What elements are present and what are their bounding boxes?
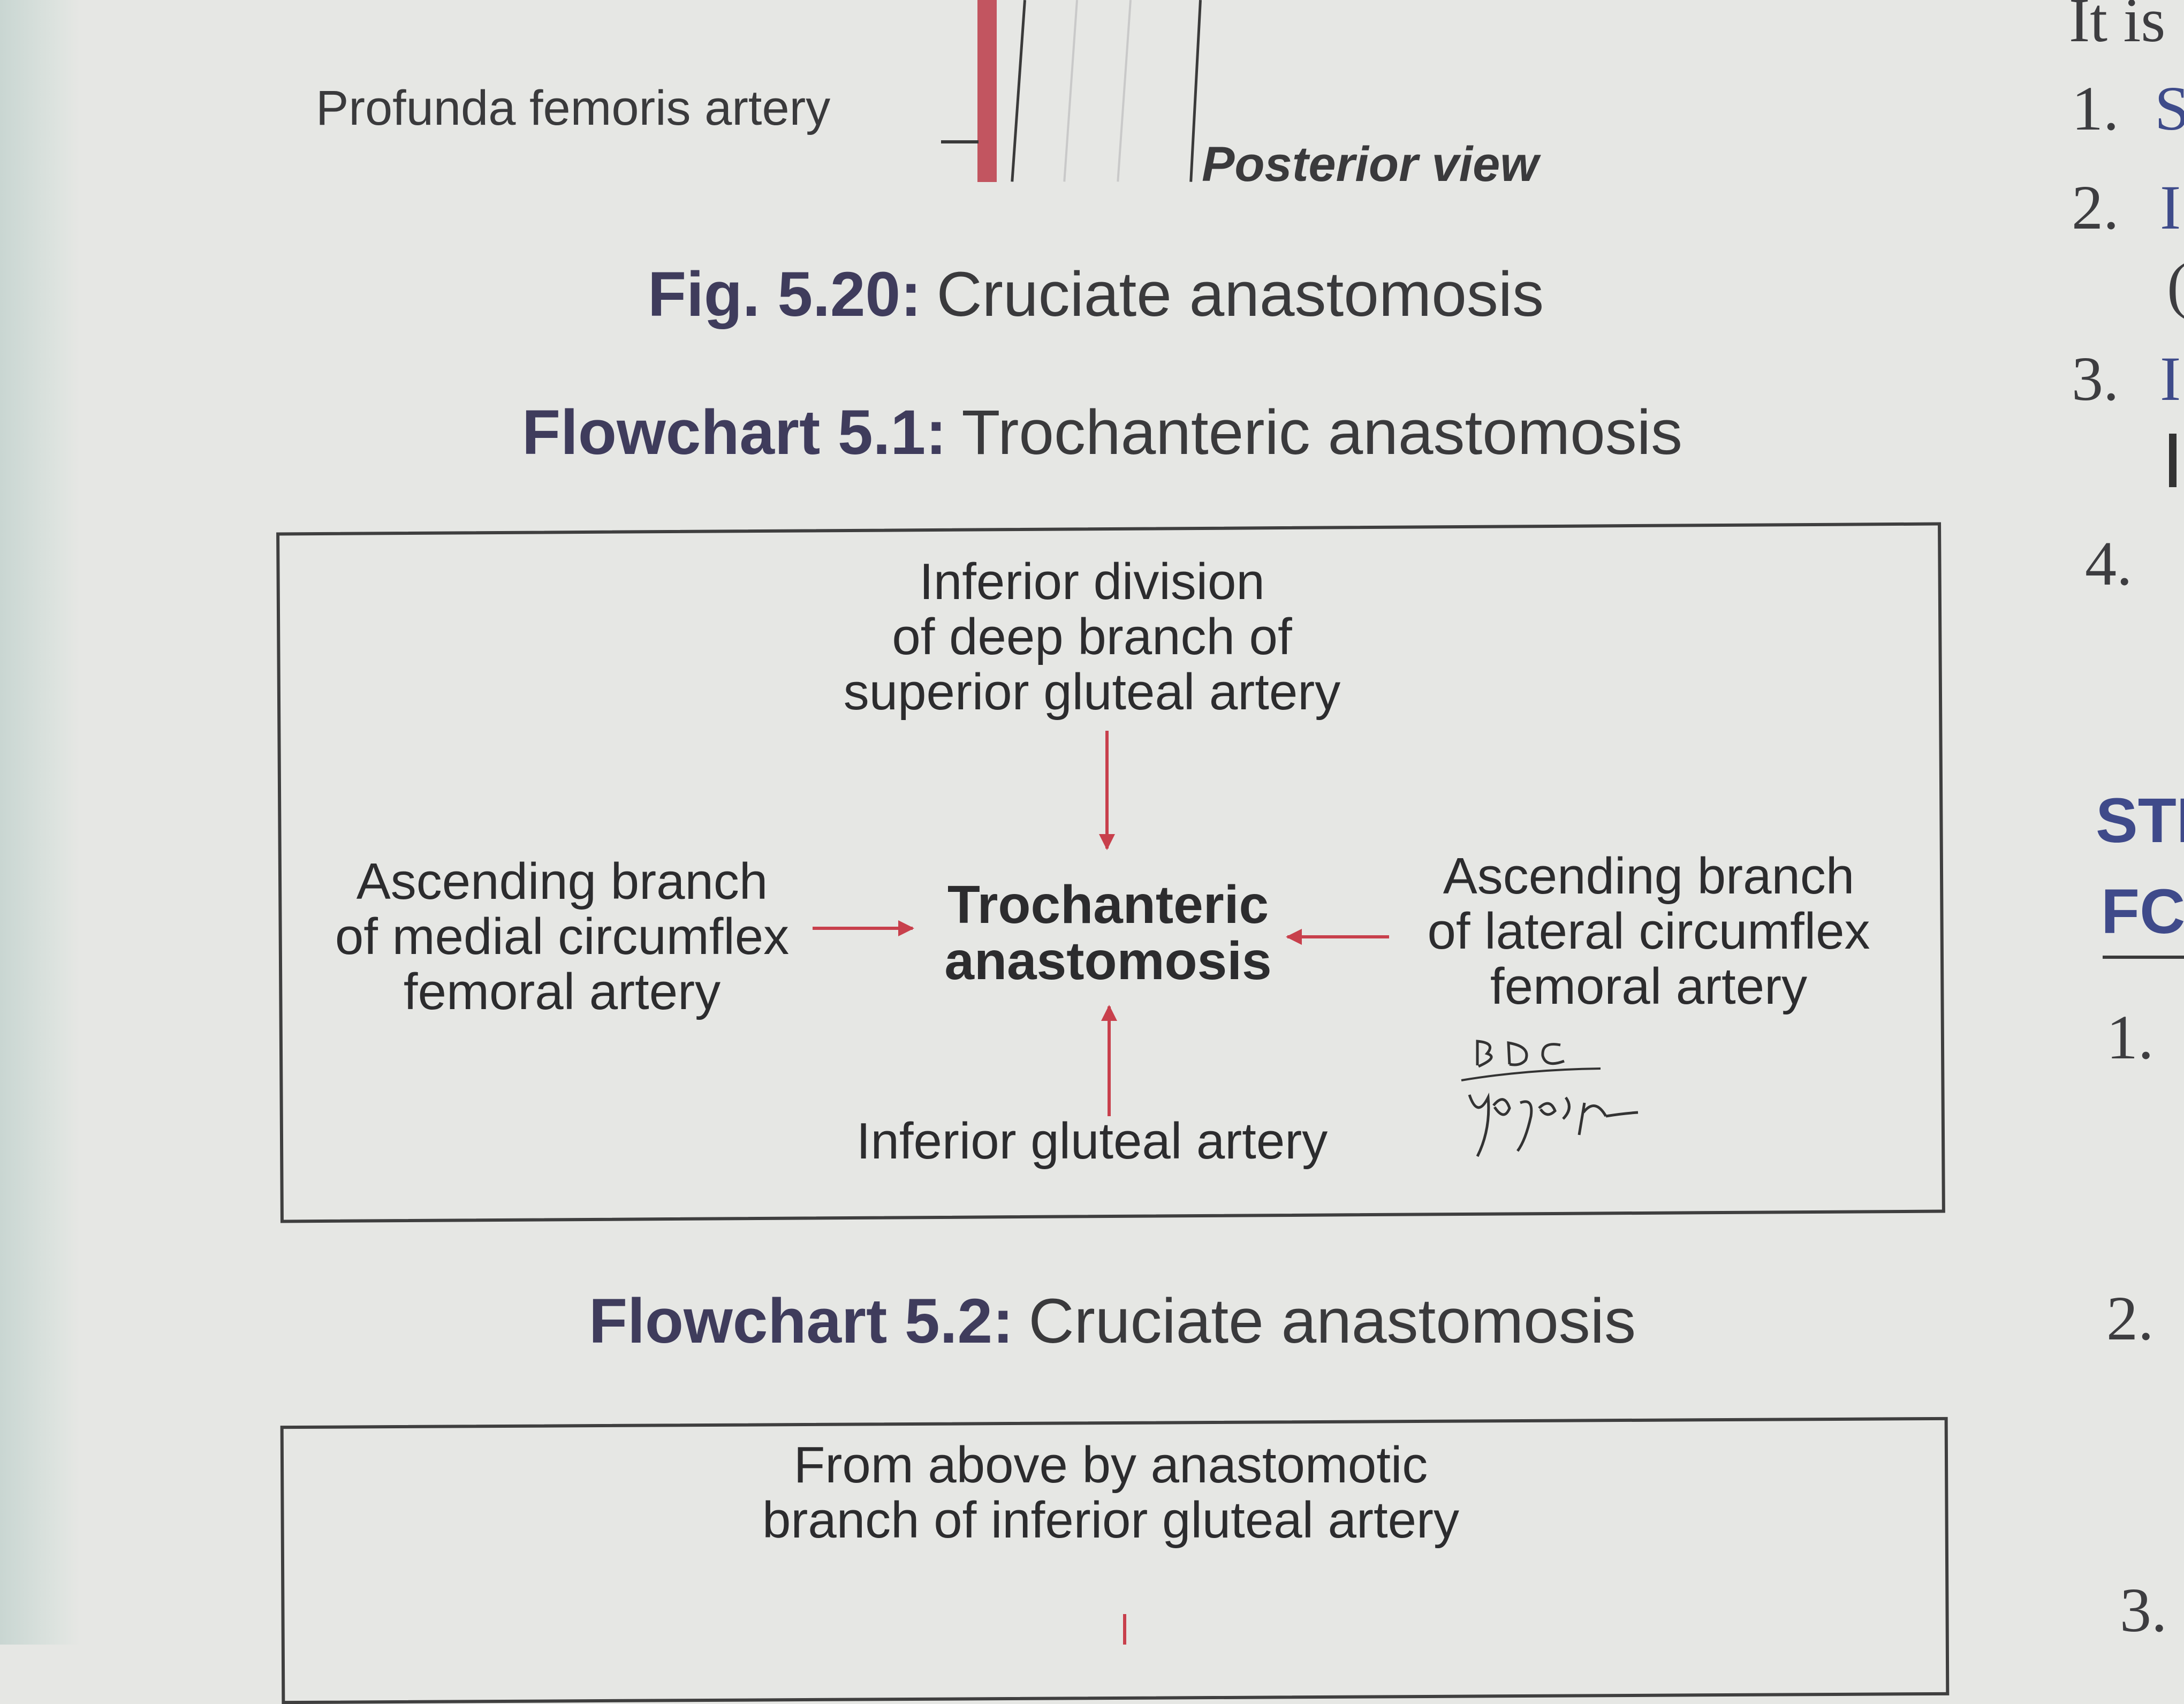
margin-rule bbox=[2103, 956, 2184, 959]
node-line: of medial circumflex bbox=[335, 908, 790, 965]
margin-heading: FC bbox=[2101, 876, 2184, 947]
flowchart-1-caption: Flowchart 5.1:Trochanteric anastomosis bbox=[522, 396, 1682, 469]
flowchart-1-caption-label: Flowchart 5.1: bbox=[522, 397, 947, 468]
node-line: of lateral circumflex bbox=[1427, 903, 1870, 960]
node-line: of deep branch of bbox=[892, 608, 1292, 665]
node-line: superior gluteal artery bbox=[843, 663, 1341, 721]
node-from-above: From above by anastomotic branch of infe… bbox=[723, 1437, 1499, 1548]
profunda-label: Profunda femoris artery bbox=[316, 81, 831, 135]
node-line: femoral artery bbox=[1490, 958, 1808, 1015]
node-trochanteric-anastomosis: Trochanteric anastomosis bbox=[910, 877, 1306, 989]
flowchart-1-caption-text: Trochanteric anastomosis bbox=[961, 397, 1683, 468]
arrow-partial bbox=[1123, 1614, 1126, 1645]
node-line: Inferior division bbox=[919, 553, 1265, 610]
node-line: From above by anastomotic bbox=[793, 1436, 1428, 1494]
margin-number: 3. bbox=[2120, 1575, 2167, 1645]
illustration-line bbox=[1189, 0, 1202, 182]
node-line: anastomosis bbox=[944, 931, 1272, 991]
margin-number: 4. bbox=[2085, 528, 2133, 599]
node-superior-gluteal: Inferior division of deep branch of supe… bbox=[792, 554, 1392, 720]
node-line: branch of inferior gluteal artery bbox=[762, 1491, 1459, 1549]
illustration-line bbox=[1063, 0, 1078, 182]
node-line: Ascending branch bbox=[356, 853, 768, 910]
margin-fragment bbox=[2169, 434, 2177, 487]
node-lateral-circumflex: Ascending branch of lateral circumflex f… bbox=[1370, 849, 1927, 1014]
node-line: Ascending branch bbox=[1443, 847, 1855, 905]
flowchart-2-caption-text: Cruciate anastomosis bbox=[1028, 1286, 1636, 1357]
figure-caption-text: Cruciate anastomosis bbox=[936, 259, 1544, 330]
node-line: femoral artery bbox=[403, 963, 721, 1020]
leader-line bbox=[941, 140, 979, 143]
flowchart-2-caption-label: Flowchart 5.2: bbox=[589, 1286, 1014, 1357]
node-medial-circumflex: Ascending branch of medial circumflex fe… bbox=[268, 854, 856, 1019]
illustration-line bbox=[1117, 0, 1132, 182]
margin-paren: ( bbox=[2167, 249, 2184, 322]
figure-caption-label: Fig. 5.20: bbox=[648, 259, 922, 330]
posterior-view-label: Posterior view bbox=[1202, 137, 1538, 192]
margin-number: 2. bbox=[2106, 1283, 2154, 1353]
margin-letter: S bbox=[2155, 73, 2184, 143]
flowchart-2-caption: Flowchart 5.2:Cruciate anastomosis bbox=[589, 1285, 1636, 1358]
node-inferior-gluteal: Inferior gluteal artery bbox=[856, 1112, 1328, 1170]
margin-heading: STI bbox=[2096, 785, 2184, 856]
margin-text: It is bbox=[2069, 0, 2166, 55]
node-line: Trochanteric bbox=[947, 875, 1269, 935]
margin-number: 3. bbox=[2072, 344, 2119, 414]
margin-letter: I bbox=[2160, 172, 2181, 243]
margin-number: 2. bbox=[2072, 172, 2119, 243]
margin-letter: I bbox=[2160, 344, 2181, 414]
illustration-line bbox=[1011, 0, 1026, 182]
margin-number: 1. bbox=[2072, 73, 2119, 143]
artery-illustration bbox=[977, 0, 997, 182]
margin-number: 1. bbox=[2106, 1002, 2154, 1072]
handwritten-signature bbox=[1461, 1040, 1639, 1157]
page-edge-shadow bbox=[0, 0, 80, 1645]
figure-caption: Fig. 5.20:Cruciate anastomosis bbox=[648, 258, 1544, 331]
